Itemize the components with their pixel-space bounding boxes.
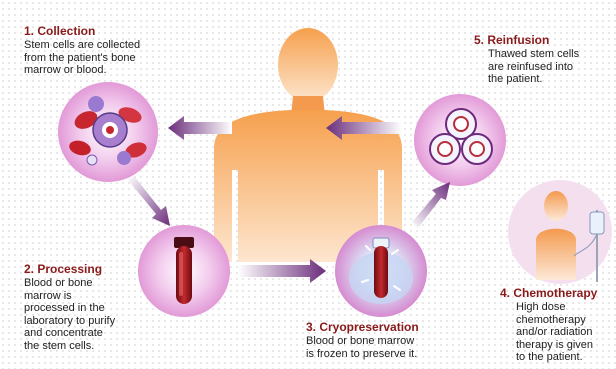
chemotherapy-patient-illustration <box>508 180 612 284</box>
step-processing-line: Blood or bone <box>24 277 154 290</box>
step-cryopreservation-line: is frozen to preserve it. <box>306 348 476 361</box>
step-collection-title: 1. Collection <box>24 24 214 38</box>
cryopreservation-vial-illustration <box>335 225 427 317</box>
step-reinfusion-title: 5. Reinfusion <box>474 33 612 47</box>
step-collection: 1. Collection Stem cells are collected f… <box>24 24 214 77</box>
step-reinfusion-line: the patient. <box>474 73 612 86</box>
step-collection-line: Stem cells are collected <box>24 39 214 52</box>
step-collection-line: from the patient's bone <box>24 52 214 65</box>
step-processing-line: processed in the <box>24 302 154 315</box>
step-processing-title: 2. Processing <box>24 262 154 276</box>
step-processing-line: laboratory to purify <box>24 315 154 328</box>
step-processing-line: and concentrate <box>24 327 154 340</box>
step-chemotherapy-line: and/or radiation <box>500 326 614 339</box>
flow-arrow-collection-to-processing <box>128 176 170 226</box>
flow-arrow-processing-to-cryopreservation <box>238 259 326 283</box>
step-cryopreservation-line: Blood or bone marrow <box>306 335 476 348</box>
step-reinfusion: 5. Reinfusion Thawed stem cells are rein… <box>474 33 612 86</box>
step-reinfusion-line: are reinfused into <box>474 61 612 74</box>
step-processing-line: the stem cells. <box>24 340 154 353</box>
collection-cells-illustration <box>58 82 158 182</box>
step-reinfusion-line: Thawed stem cells <box>474 48 612 61</box>
step-cryopreservation-title: 3. Cryopreservation <box>306 320 476 334</box>
step-chemotherapy-line: therapy is given <box>500 339 614 352</box>
step-chemotherapy-line: High dose <box>500 301 614 314</box>
step-processing-line: marrow is <box>24 290 154 303</box>
step-chemotherapy-line: to the patient. <box>500 351 614 364</box>
step-chemotherapy-title: 4. Chemotherapy <box>500 286 614 300</box>
step-processing: 2. Processing Blood or bone marrow is pr… <box>24 262 154 352</box>
step-cryopreservation: 3. Cryopreservation Blood or bone marrow… <box>306 320 476 360</box>
reinfusion-cells-illustration <box>414 94 506 186</box>
step-chemotherapy: 4. Chemotherapy High dose chemotherapy a… <box>500 286 614 364</box>
step-chemotherapy-line: chemotherapy <box>500 314 614 327</box>
flow-arrow-cryopreservation-to-reinfusion <box>412 182 450 228</box>
step-collection-line: marrow or blood. <box>24 64 214 77</box>
